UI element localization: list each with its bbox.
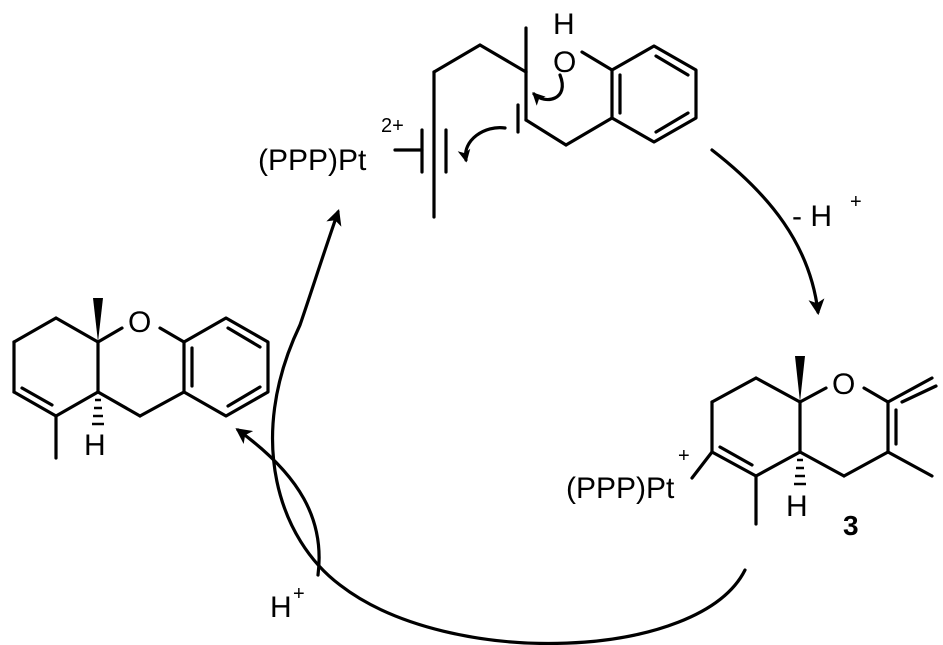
benzene-right-double-2 — [900, 384, 938, 404]
ring-a-double — [718, 445, 754, 467]
product-release-arrow — [235, 428, 321, 577]
deprotonation-label: - H — [792, 200, 832, 233]
product-xanthene: O H — [12, 298, 270, 462]
product-ring-b-bond-2 — [138, 390, 186, 418]
protonation-sup: + — [293, 583, 305, 605]
o-ar-bond — [862, 386, 890, 404]
protodemetalation-step: H + — [235, 208, 747, 645]
chain-bond-1 — [432, 43, 482, 74]
deprotonation-sup: + — [850, 191, 862, 213]
substrate-pt-complex: (PPP)Pt 2+ O H — [258, 8, 698, 219]
product-ring-a-bond-2 — [12, 316, 58, 344]
hydrogen-product: H — [84, 429, 106, 462]
compound-number-3: 3 — [843, 510, 859, 541]
oxygen-intermediate: O — [832, 368, 855, 401]
chain-bond-2 — [478, 43, 528, 74]
product-benzene-ring — [182, 316, 270, 418]
pt-charge-right: + — [678, 445, 690, 467]
intermediate-3: (PPP)Pt + O H 3 — [566, 356, 938, 541]
phenol-oh-bond — [580, 50, 614, 72]
product-ring-a-bond-3 — [54, 316, 100, 344]
product-ring-a-double — [20, 386, 54, 407]
product-benzene-double-3 — [226, 326, 262, 349]
hydrogen-intermediate: H — [786, 490, 808, 523]
product-ring-a-bond-5 — [54, 390, 100, 418]
protonation-label: H — [270, 591, 292, 624]
alkene-bond — [524, 118, 568, 147]
product-o-ar-bond — [158, 326, 186, 344]
pt-charge-top: 2+ — [381, 115, 404, 137]
benzene-right-bond-2 — [886, 376, 934, 404]
curly-arrow-oh-attack — [532, 73, 564, 106]
deprotonation-arrow — [710, 148, 825, 316]
pt-ligand-label-right: (PPP)Pt — [566, 472, 675, 505]
ring-a-bond-2 — [710, 376, 758, 404]
ring-b-bond-2 — [842, 450, 890, 478]
oxygen-top: O — [553, 46, 576, 79]
c-o-bond — [798, 386, 828, 404]
benzene-double-3 — [654, 111, 690, 134]
ring-b-bond-1 — [798, 450, 846, 478]
hydrogen-top: H — [553, 8, 575, 41]
product-c-o-bond — [96, 326, 124, 344]
benzyl-bond — [564, 116, 614, 147]
ring-a-bond-3 — [754, 376, 802, 404]
product-ring-a-bond-6 — [12, 390, 58, 418]
benzene-ring-top — [610, 44, 698, 144]
benzene-double-2 — [654, 54, 690, 77]
angular-methyl-wedge — [795, 356, 805, 402]
benzene-right-bond-3 — [886, 450, 934, 478]
product-benzene-double-2 — [226, 385, 262, 408]
hashed-h-bond-intermediate — [794, 458, 806, 486]
product-angular-methyl-wedge — [93, 298, 103, 342]
pt-c-bond — [690, 450, 714, 480]
cycle-return-arrow — [270, 208, 747, 645]
hashed-h-bond-product — [92, 398, 104, 426]
curly-arrow-alkene — [457, 126, 507, 163]
ring-a-bond-5 — [754, 450, 802, 478]
product-ring-b-bond-1 — [96, 390, 142, 418]
ring-a-bond-6 — [710, 450, 758, 478]
oxygen-product: O — [128, 306, 151, 339]
deprotonation-step: - H + — [710, 148, 862, 316]
pt-ligand-label-top: (PPP)Pt — [258, 144, 367, 177]
